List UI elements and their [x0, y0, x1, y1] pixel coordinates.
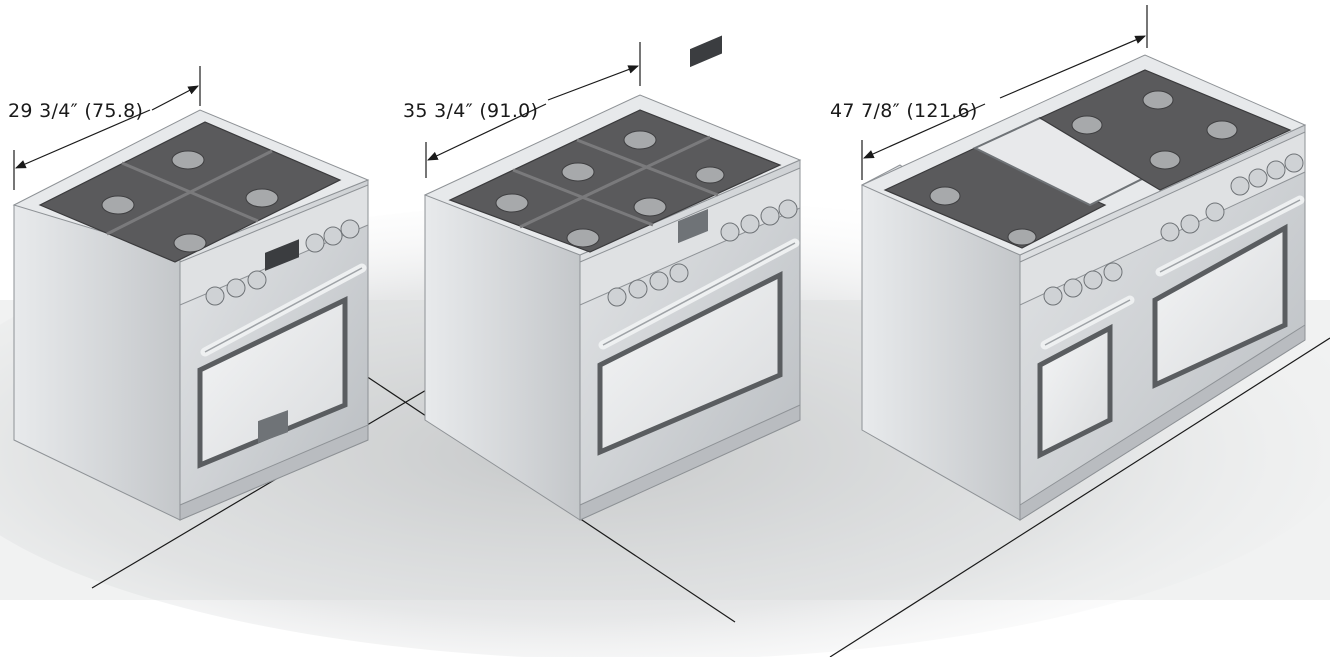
dimension-label-range-48: 47 7/8″ (121.6)	[830, 100, 978, 122]
dimension-line-range-30	[13, 66, 201, 190]
range-36-illustration	[423, 35, 802, 521]
dimension-label-range-30: 29 3/4″ (75.8)	[8, 100, 143, 122]
dimension-line-range-36	[425, 42, 641, 178]
range-48-illustration	[860, 54, 1307, 521]
dimension-label-range-36: 35 3/4″ (91.0)	[403, 100, 538, 122]
range-30-illustration	[12, 109, 370, 521]
dimension-line-range-48	[861, 5, 1148, 180]
